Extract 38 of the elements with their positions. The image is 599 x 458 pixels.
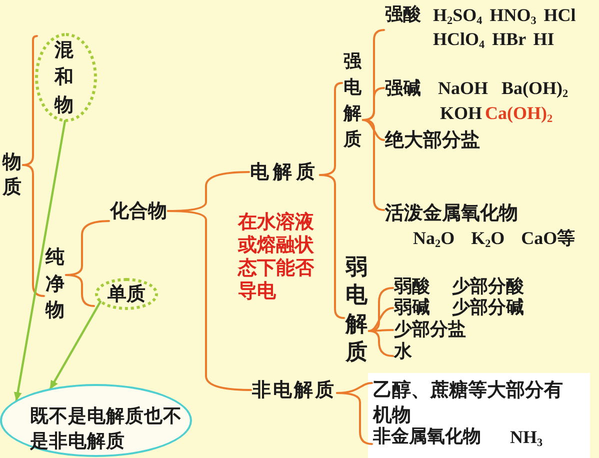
- brace: [362, 119, 385, 141]
- brace: [65, 274, 95, 307]
- term-label: 既不是电解质也不是非电解质: [30, 406, 182, 452]
- term-label: 纯净物: [46, 246, 64, 321]
- arrow: [14, 120, 66, 402]
- term-label: 弱酸: [394, 276, 430, 297]
- term-label: 强电解质: [344, 51, 362, 150]
- term-label: 强酸: [385, 4, 421, 25]
- term-label: 非电解质: [252, 379, 336, 401]
- term-label: 电解质: [250, 161, 319, 183]
- term-label: 绝大部分盐: [385, 129, 480, 151]
- term-label: 单质: [108, 283, 146, 305]
- term-label: 活泼金属氧化物: [385, 202, 518, 224]
- term-label: 非金属氧化物: [373, 426, 481, 447]
- brace: [167, 210, 252, 391]
- term-label: 物质: [2, 151, 22, 198]
- formula: Ca(OH)$_{2}$: [485, 103, 553, 123]
- term-label: 弱电解质: [346, 255, 368, 365]
- term-label: 水: [394, 341, 412, 362]
- formula-list: H$_{2}$SO$_{4}$ HNO$_{3}$ HCl HClO$_{4}$ HBr HI: [433, 5, 576, 49]
- arrow: [48, 300, 102, 391]
- term-label: 少部分碱: [452, 297, 524, 318]
- formula-list: Na$_{2}$O K$_{2}$O CaO等: [413, 228, 576, 248]
- term-label: 乙醇、蔗糖等大部分有机物: [373, 379, 563, 426]
- term-label: 少部分酸: [452, 276, 524, 297]
- term-label: 化合物: [110, 200, 167, 222]
- formula: KOH: [440, 103, 482, 123]
- formula: NH$_{3}$: [510, 427, 543, 447]
- dotted-ellipse: [95, 278, 158, 310]
- note-text: 在水溶液或熔融状态下能否导电: [238, 210, 314, 302]
- term-label: 混和物: [54, 38, 74, 116]
- brace: [22, 164, 45, 297]
- dotted-ellipse: [35, 33, 97, 122]
- term-label: 弱碱: [394, 297, 430, 318]
- term-label: 强碱: [385, 78, 421, 99]
- formula-list: NaOH Ba(OH)$_{2}$: [438, 78, 568, 98]
- term-label: 少部分盐: [394, 319, 466, 340]
- brace: [368, 307, 394, 332]
